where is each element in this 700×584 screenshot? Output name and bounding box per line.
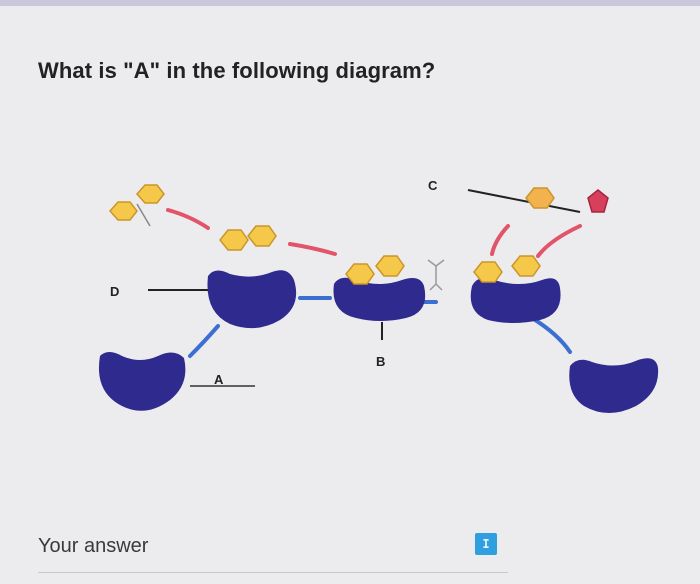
answer-underline <box>38 572 508 573</box>
pentagon-sugar <box>587 189 609 213</box>
question-text: What is "A" in the following diagram? <box>38 58 436 83</box>
disaccharide-upper <box>219 225 277 251</box>
label-d: D <box>110 284 119 299</box>
answer-input[interactable] <box>38 526 508 574</box>
enzyme-a <box>98 352 186 411</box>
enzyme-c <box>470 278 561 323</box>
enzyme-free-right <box>569 358 659 413</box>
hexagon-sugar <box>525 187 555 209</box>
input-tool-icon[interactable]: I <box>475 533 497 555</box>
question-card: What is "A" in the following diagram? <box>0 6 700 584</box>
bound-sugars-c <box>473 255 541 283</box>
label-b: B <box>376 354 385 369</box>
red-bond-lines <box>166 208 582 258</box>
window-top-edge <box>0 0 700 6</box>
water-molecule-icon <box>427 259 445 291</box>
answer-label: Your answer <box>38 535 149 557</box>
bound-disaccharide-b <box>345 255 405 285</box>
free-disaccharide <box>108 184 165 221</box>
enzyme-d <box>207 270 297 329</box>
label-a: A <box>214 372 224 387</box>
enzyme-diagram: D B C A <box>98 178 659 413</box>
label-c: C <box>428 178 438 193</box>
enzyme-b <box>333 277 426 321</box>
